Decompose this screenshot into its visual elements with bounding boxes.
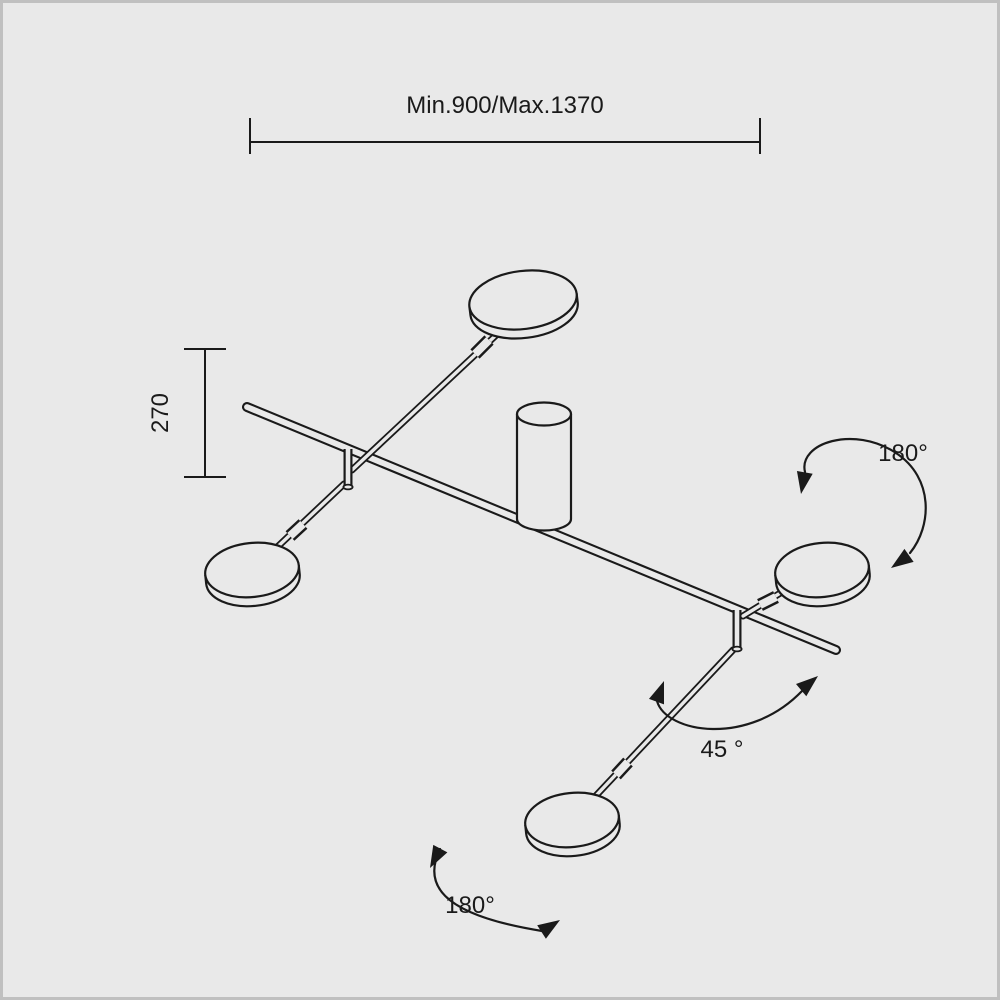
top-dimension: Min.900/Max.1370: [249, 92, 761, 154]
height-dimension-label: 270: [147, 393, 174, 433]
rotation-arrow-middle: 45 °: [648, 676, 818, 763]
rotation-angle-right-label: 180°: [878, 440, 928, 467]
spotlight-top: [468, 269, 579, 340]
mount-cylinder: [515, 401, 573, 532]
rotation-arrow-right: 180°: [796, 437, 928, 568]
arrowhead-icon: [891, 548, 914, 568]
tilt-angle-label: 45 °: [701, 736, 744, 763]
rotation-angle-bottom-label: 180°: [445, 892, 495, 919]
pivot-pin-upper: [342, 449, 354, 491]
rotation-arrow-bottom: 180°: [430, 844, 560, 939]
spotlight-left: [204, 541, 301, 608]
arrowhead-icon: [796, 470, 813, 494]
left-dimension: 270: [147, 348, 226, 478]
arm-upper: [268, 320, 512, 556]
arrowhead-icon: [537, 920, 560, 939]
spotlight-right: [774, 541, 871, 608]
width-dimension-label: Min.900/Max.1370: [406, 92, 603, 119]
pivot-pin-lower: [731, 610, 743, 653]
arrowhead-icon: [796, 676, 818, 697]
arrowhead-icon: [430, 844, 448, 868]
arrowhead-icon: [648, 681, 664, 705]
spotlight-bottom: [524, 791, 621, 858]
